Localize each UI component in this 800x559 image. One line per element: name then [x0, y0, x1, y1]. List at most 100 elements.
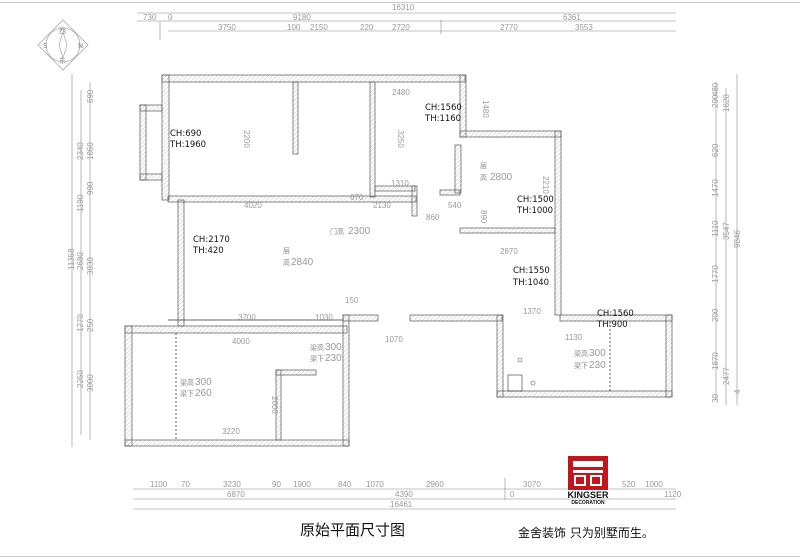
left_dims-col1-0-text: 2340 — [76, 142, 85, 160]
heights-floor_a_1-text: 层 — [480, 162, 487, 170]
top-dimensions: 16310 730 0 9180 6361 3750 100 2150 220 … — [137, 3, 676, 40]
left_dims-col2-0-text: 690 — [86, 89, 95, 103]
walls — [124, 74, 673, 447]
right-dimensions: 290 480 620 1470 1110 1770 200 1870 30 1… — [711, 74, 742, 405]
room_dims-6-text: 4020 — [244, 201, 262, 210]
bottom_dims-row2-0-text: 6870 — [227, 490, 245, 499]
labels-th420-text: TH:420 — [192, 246, 224, 256]
room_dims-21-text: 3220 — [222, 427, 240, 436]
room-dimensions: 2200 2480 1480 3250 1310 670 4020 2130 8… — [222, 88, 583, 436]
top_dims-row3-1-text: 100 — [287, 23, 301, 32]
labels-th1040-text: TH:1040 — [512, 278, 549, 288]
right_dims-col1-8-text: 30 — [711, 394, 720, 403]
heights-floor_b_1-text: 层 — [283, 247, 290, 255]
top_dims-d-text: 6361 — [563, 13, 581, 22]
bottom_dims-row1-6-text: 1070 — [366, 480, 384, 489]
labels-ch1560b-text: CH:1560 — [597, 309, 634, 319]
bottom_dims-total-text: 16461 — [390, 500, 413, 509]
room_dims-0-text: 2200 — [242, 130, 251, 148]
right_dims-col2-0-text: 1620 — [722, 94, 731, 112]
bottom_dims-row1-4-text: 1900 — [293, 480, 311, 489]
right_dims-col1-4-text: 1110 — [711, 220, 720, 237]
top_dims-row3-2-text: 2150 — [310, 23, 328, 32]
bottom_dims-row1-0-text: 1100 — [150, 480, 168, 489]
right_dims-col3-1-text: 4 — [733, 389, 742, 394]
brand-logo: KINGSER DECORATION — [563, 456, 613, 507]
top_dims-a-text: 730 — [143, 13, 157, 22]
heights-floor_a_val-text: 2800 — [490, 172, 513, 183]
top_dims-row3-0-text: 3750 — [218, 23, 236, 32]
top_dims-row3-4-text: 2720 — [392, 23, 410, 32]
compass-right: N — [78, 42, 83, 50]
room_dims-1-text: 2480 — [392, 88, 410, 97]
left_dims-col1-2-text: 2680 — [76, 252, 85, 270]
left_dims-col2-1-text: 1860 — [86, 142, 95, 160]
heights-door_label-text: 门高 — [330, 227, 344, 236]
labels-ch1550-text: CH:1550 — [513, 266, 550, 276]
room_dims-11-text: 2210 — [541, 176, 550, 194]
drawing-title: 原始平面尺寸图 — [300, 521, 406, 539]
room_dims-15-text: 1030 — [315, 313, 333, 322]
bottom_dims-row2-2-text: 0 — [510, 490, 515, 499]
room_dims-18-text: 1370 — [523, 307, 541, 316]
fixtures — [168, 319, 611, 440]
room_dims-17-text: 1070 — [385, 335, 403, 344]
right_dims-col1-5-text: 1770 — [711, 265, 720, 283]
kingser-logo-icon — [568, 456, 608, 490]
height-notes: 层 高 2800 层 高 2840 门高 2300 梁高 300 梁下 230 … — [180, 162, 606, 399]
right_dims-col1-6-text: 200 — [711, 308, 720, 322]
top_dims-c-text: 9180 — [293, 13, 311, 22]
room_dims-16-text: 4000 — [232, 337, 250, 346]
room_dims-13-text: 150 — [345, 296, 359, 305]
left-dimensions: 11358 2340 1190 2680 1270 2250 690 1860 … — [67, 74, 95, 447]
room_dims-9-text: 540 — [448, 201, 462, 210]
room_dims-20-text: 2000 — [270, 396, 279, 414]
left_dims-col1-3-text: 1270 — [76, 314, 85, 332]
heights-beam2_h-text: 梁高 — [180, 378, 194, 387]
top-border — [0, 2, 800, 3]
room_dims-2-text: 1480 — [481, 100, 490, 118]
right_dims-col1-0-text: 290 — [711, 94, 720, 108]
left_dims-col2-2-text: 990 — [86, 181, 95, 195]
labels-ch690-text: CH:690 — [170, 129, 201, 139]
brand-sub: DECORATION — [571, 500, 605, 506]
labels-ch2170-text: CH:2170 — [193, 235, 230, 245]
right_dims-col1-7-text: 1870 — [711, 352, 720, 370]
bottom_dims-row2-3-text: 1120 — [664, 490, 682, 499]
left_dims-col1-1-text: 1190 — [76, 194, 85, 212]
heights-beam2_uv-text: 260 — [195, 388, 212, 399]
room_dims-4-text: 1310 — [391, 179, 409, 188]
right_dims-col2-2-text: 2477 — [722, 367, 731, 385]
top_dims-row3-5-text: 2770 — [500, 23, 518, 32]
heights-beam2_u-text: 梁下 — [180, 389, 194, 398]
bottom_dims-row1-5-text: 840 — [338, 480, 352, 489]
left_dims-total-text: 11358 — [67, 248, 76, 270]
left_dims-col1-4-text: 2250 — [76, 370, 85, 388]
right_dims-col2-1-text: 3547 — [722, 222, 731, 240]
right_dims-col1-3-text: 1470 — [711, 179, 720, 197]
room_dims-7-text: 2130 — [373, 201, 391, 210]
top_dims-b-text: 0 — [168, 13, 173, 22]
labels-th1960-text: TH:1960 — [169, 140, 206, 150]
bottom_dims-row1-8-text: 3070 — [523, 480, 541, 489]
compass-bottom: 东 — [59, 56, 66, 65]
room_dims-14-text: 3700 — [238, 313, 256, 322]
labels-ch1500-text: CH:1500 — [517, 195, 554, 205]
room_dims-8-text: 860 — [426, 213, 440, 222]
bottom_dims-row1-1-text: 70 — [181, 480, 190, 489]
heights-floor_a_2-text: 高 — [480, 173, 487, 182]
top_dims-row3-6-text: 3553 — [575, 23, 593, 32]
heights-beam1_u-text: 梁下 — [310, 354, 324, 363]
room_dims-19-text: 1130 — [565, 333, 583, 342]
right_dims-col1-1-text: 480 — [711, 82, 720, 96]
room_dims-10-text: 890 — [479, 210, 488, 224]
left_dims-col2-5-text: 3000 — [86, 374, 95, 392]
heights-beam3_hv-text: 300 — [589, 348, 606, 359]
bottom_dims-row1-10-text: 1000 — [645, 480, 663, 489]
room_dims-5-text: 670 — [350, 193, 364, 202]
heights-beam3_h-text: 梁高 — [574, 349, 588, 358]
bottom_dims-row1-7-text: 2960 — [426, 480, 444, 489]
heights-beam1_hv-text: 300 — [325, 342, 342, 353]
labels-th1000-text: TH:1000 — [516, 206, 553, 216]
